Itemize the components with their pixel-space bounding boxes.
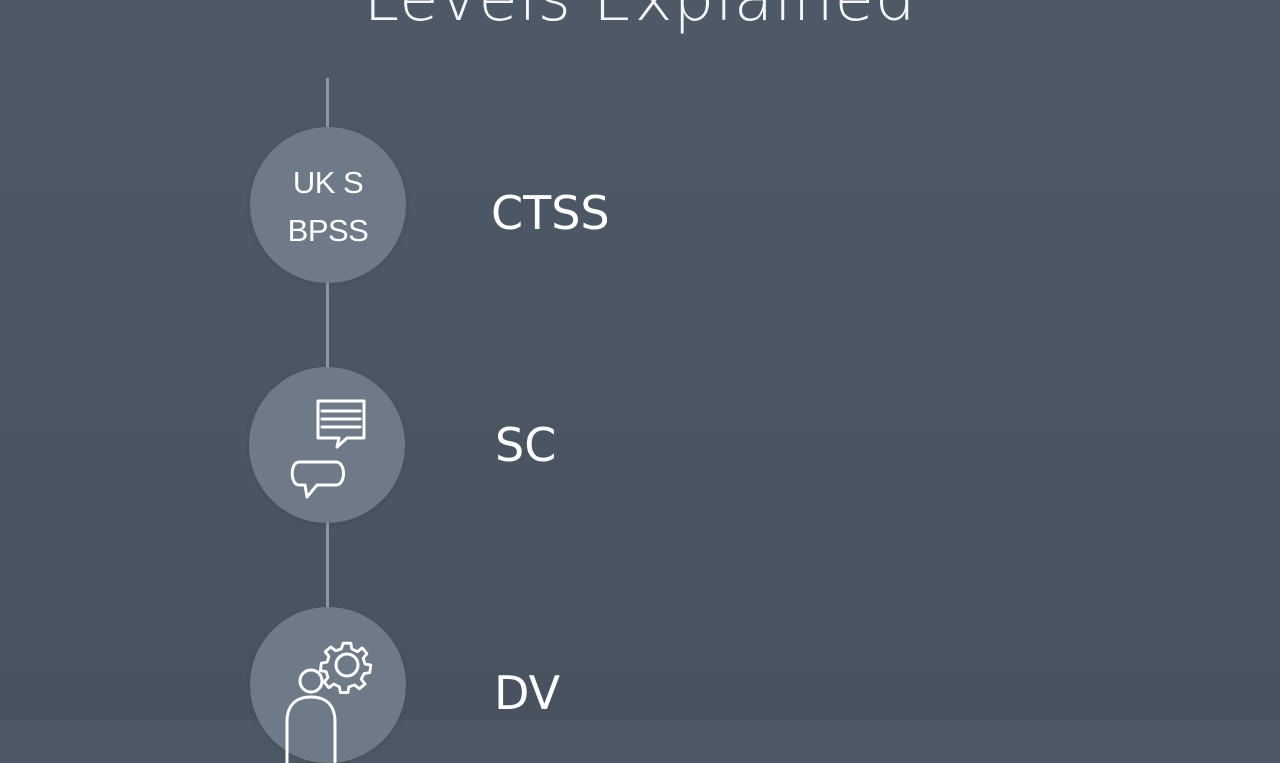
level-node-dv <box>250 607 406 763</box>
level-label-sc: SC <box>495 418 557 472</box>
badge-text-line-2: BPSS <box>287 213 369 248</box>
person-gear-icon <box>285 641 373 763</box>
level-node-sc <box>249 367 405 523</box>
page-title: Levels Explained <box>0 0 1280 36</box>
level-label-dv: DV <box>494 666 561 720</box>
level-node-ctss: UK S BPSS <box>250 127 406 283</box>
chat-bubbles-icon <box>290 399 366 499</box>
level-label-ctss: CTSS <box>491 186 610 240</box>
badge-text-line-1: UK S <box>292 165 364 200</box>
